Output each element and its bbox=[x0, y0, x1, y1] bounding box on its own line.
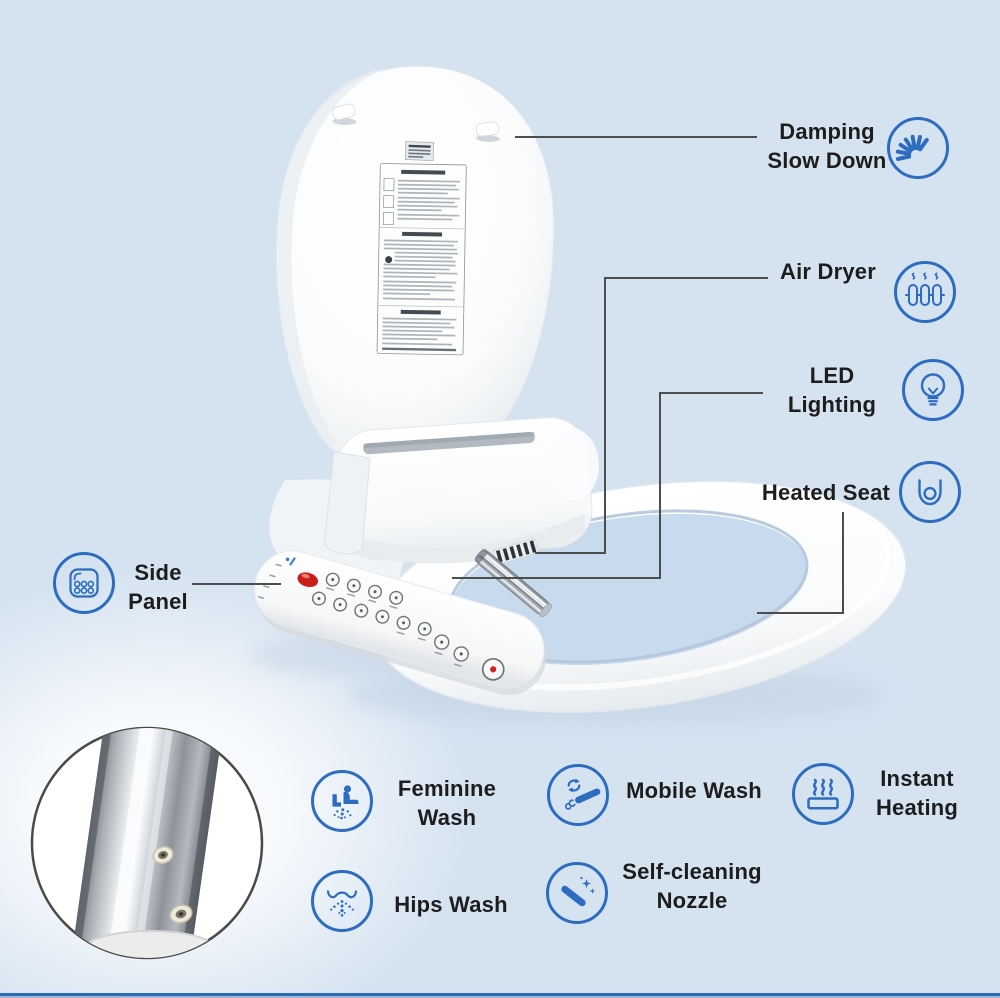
hinge-arm bbox=[323, 451, 371, 555]
damping-badge bbox=[887, 117, 949, 179]
instant-heating-icon bbox=[807, 778, 839, 810]
callout-line-air-dryer bbox=[535, 277, 768, 554]
nozzle-wand bbox=[474, 548, 552, 617]
led-lighting-badge bbox=[902, 359, 964, 421]
air-dryer-icon bbox=[905, 272, 945, 306]
dryer-vent bbox=[492, 538, 539, 565]
self-cleaning-nozzle-icon bbox=[561, 876, 596, 907]
side-control-panel bbox=[254, 550, 547, 695]
nozzle-hole bbox=[169, 904, 193, 924]
lid-bumper bbox=[475, 121, 500, 142]
damping-slow-down-icon bbox=[895, 134, 929, 162]
led-lighting-icon bbox=[920, 373, 946, 406]
toilet-lid bbox=[275, 65, 555, 464]
bottom-border bbox=[0, 993, 1000, 998]
hips-wash-icon bbox=[326, 890, 358, 917]
heated-seat-icon bbox=[918, 479, 942, 506]
self-cleaning-nozzle-badge bbox=[546, 862, 608, 924]
callout-line-led-lighting bbox=[452, 392, 763, 579]
nozzle-closeup-inset bbox=[30, 726, 264, 960]
mobile-wash-icon bbox=[564, 778, 601, 810]
nozzle-hole bbox=[152, 846, 174, 864]
hips-wash-badge bbox=[311, 870, 373, 932]
callout-line-heated-seat bbox=[757, 512, 844, 614]
side-panel-badge bbox=[53, 552, 115, 614]
lid-bumper bbox=[332, 103, 357, 125]
side-panel-icon bbox=[69, 568, 99, 598]
feminine-wash-icon bbox=[332, 785, 359, 820]
air-dryer-label: Air Dryer bbox=[780, 259, 876, 284]
instant-heating-badge bbox=[792, 763, 854, 825]
heated-seat-label: Heated Seat bbox=[761, 480, 891, 505]
hips-wash-label: Hips Wash bbox=[394, 892, 508, 917]
warning-label bbox=[376, 163, 467, 356]
heated-seat-badge bbox=[899, 461, 961, 523]
mobile-wash-badge bbox=[547, 764, 609, 826]
air-dryer-badge bbox=[894, 261, 956, 323]
mobile-wash-label: Mobile Wash bbox=[626, 778, 762, 803]
product-sticker bbox=[404, 141, 435, 161]
feminine-wash-badge bbox=[311, 770, 373, 832]
